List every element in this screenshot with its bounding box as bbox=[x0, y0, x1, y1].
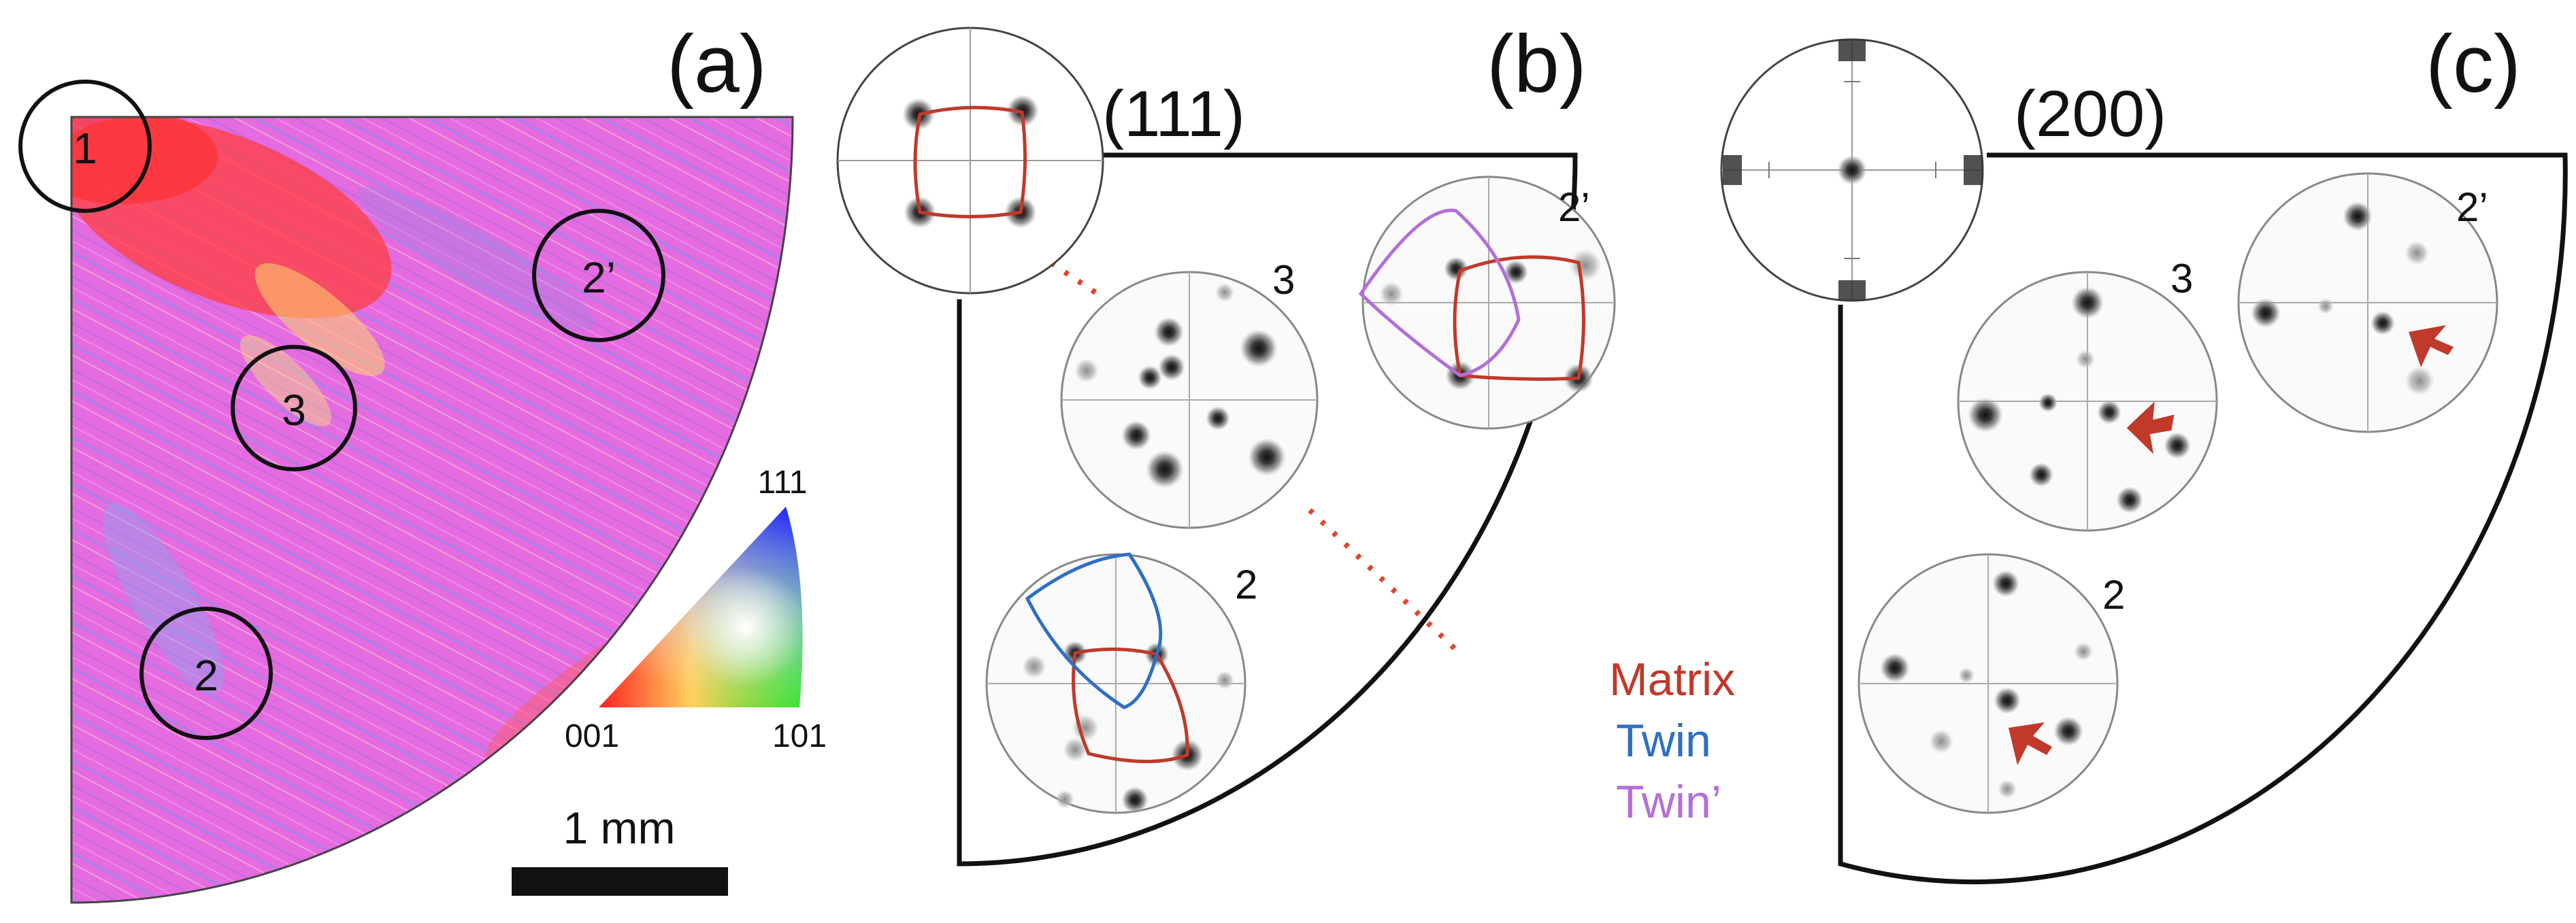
pf-b-label-2prime: 2’ bbox=[1558, 184, 1590, 230]
pf-c-label-2prime: 2’ bbox=[2456, 184, 2488, 230]
scale-bar-label: 1 mm bbox=[563, 803, 676, 853]
pf-200-reference bbox=[1720, 38, 1984, 302]
arrow-region-2prime bbox=[2409, 325, 2454, 367]
region-1: 1 bbox=[18, 80, 152, 213]
map-outline bbox=[70, 116, 794, 904]
region-3-label: 3 bbox=[282, 386, 306, 435]
pf-c-label-3: 3 bbox=[2170, 256, 2193, 301]
ipf-001-label: 001 bbox=[565, 718, 619, 754]
region-2: 2 bbox=[139, 607, 273, 740]
pf-111-region-2: 2 bbox=[985, 552, 1257, 814]
panel-c-label: (c) bbox=[2426, 18, 2521, 110]
panel-c-quarter-frame bbox=[1838, 152, 2568, 885]
pf-111-region-3: 3 bbox=[1060, 257, 1319, 529]
legend-twin-prime: Twin’ bbox=[1616, 776, 1721, 828]
pf-b-label-3: 3 bbox=[1272, 257, 1295, 303]
pf-200-region-3: 3 bbox=[1957, 256, 2218, 532]
ipf-color-key: 111 001 101 bbox=[565, 465, 827, 754]
dotted-leader-bottom bbox=[1308, 508, 1465, 658]
pf-c-label-2: 2 bbox=[2102, 572, 2125, 618]
legend-twin: Twin bbox=[1616, 715, 1711, 767]
region-3: 3 bbox=[231, 345, 357, 471]
ipf-101-label: 101 bbox=[772, 718, 827, 754]
panel-b-title: (111) bbox=[1102, 78, 1245, 150]
arrow-region-2 bbox=[2009, 722, 2052, 765]
region-1-label: 1 bbox=[73, 124, 97, 173]
pf-111-reference bbox=[836, 27, 1104, 295]
panel-a-label: (a) bbox=[667, 18, 767, 110]
pf-b-label-2: 2 bbox=[1235, 562, 1257, 607]
region-2prime-label: 2’ bbox=[582, 253, 616, 302]
legend-matrix: Matrix bbox=[1609, 654, 1735, 705]
pf-200-region-2: 2 bbox=[1857, 553, 2125, 814]
arrow-region-3 bbox=[2126, 401, 2175, 454]
region-2-label: 2 bbox=[194, 651, 218, 700]
region-2prime: 2’ bbox=[532, 209, 665, 342]
pf-200-region-2prime: 2’ bbox=[2237, 172, 2498, 433]
ebsd-map bbox=[71, 117, 793, 903]
panel-c-title: (200) bbox=[2014, 78, 2166, 150]
panel-b-label: (b) bbox=[1487, 18, 1587, 110]
scale-bar: 1 mm bbox=[512, 803, 728, 896]
legend: Matrix Twin Twin’ bbox=[1609, 654, 1735, 828]
pf-111-region-2prime: 2’ bbox=[1358, 175, 1616, 430]
ipf-111-label: 111 bbox=[758, 465, 808, 501]
